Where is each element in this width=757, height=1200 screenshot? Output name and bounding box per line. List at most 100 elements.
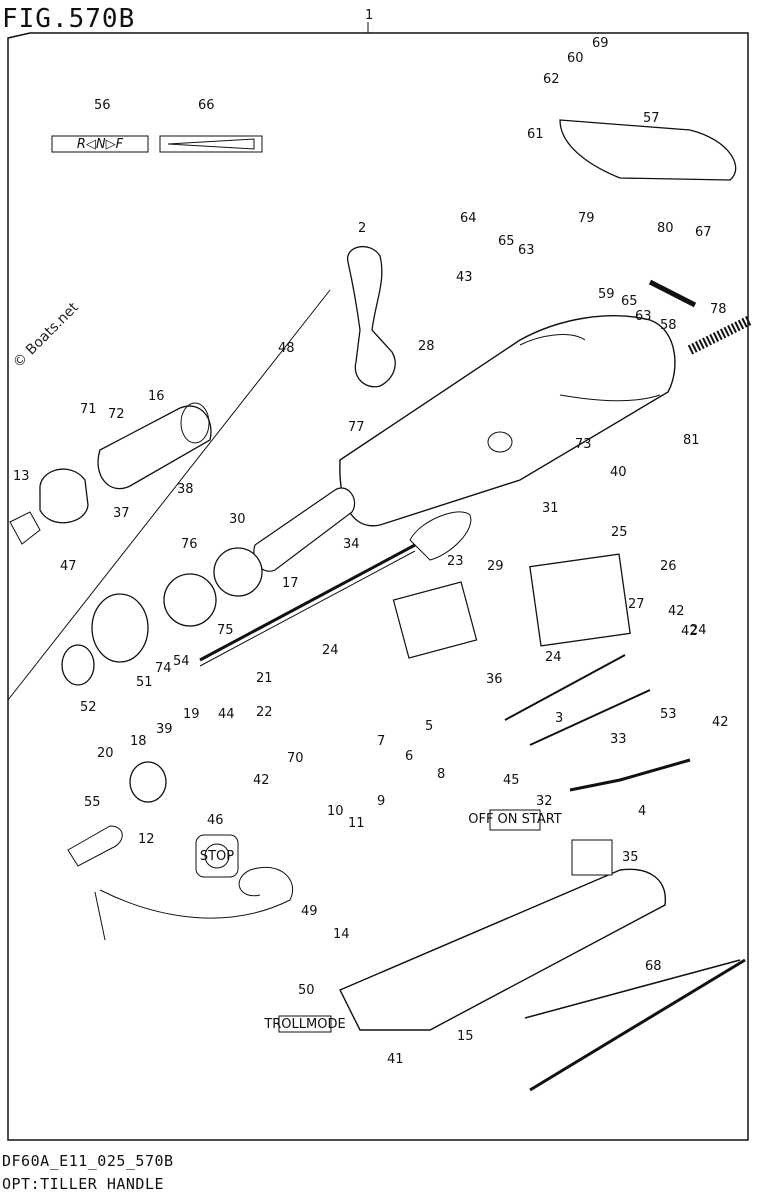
callout: 42 [668, 604, 685, 619]
callout: 39 [156, 722, 173, 737]
callout: 26 [660, 559, 677, 574]
grip-housing-52 [91, 593, 149, 663]
part-12 [129, 761, 167, 803]
switch-label-46: OFF ON START [468, 809, 562, 831]
callout: 3 [555, 711, 563, 726]
callout: 48 [278, 341, 295, 356]
callout: 32 [536, 794, 553, 809]
steering-friction-rod [529, 958, 746, 1092]
callout: 78 [710, 302, 727, 317]
callout: 24 [545, 650, 562, 665]
callout: 74 [155, 661, 172, 676]
callout: 6 [405, 749, 413, 764]
inner-tube [253, 487, 356, 572]
tiller-bracket-15 [339, 868, 666, 1031]
friction-ring-77 [163, 573, 217, 627]
callout: 1 [365, 8, 373, 23]
callout: 5 [425, 719, 433, 734]
callout: 80 [657, 221, 674, 236]
shift-lever [347, 245, 396, 388]
callout: 8 [437, 767, 445, 782]
callout: 69 [592, 36, 609, 51]
callout: 12 [138, 832, 155, 847]
cap-screw-plate [9, 511, 41, 545]
callout: 17 [282, 576, 299, 591]
cable-33 [529, 689, 651, 746]
assembly-guide-line [7, 289, 331, 701]
callout: 36 [486, 672, 503, 687]
callout: 71 [80, 402, 97, 417]
callout: 61 [527, 127, 544, 142]
callout: 50 [298, 983, 315, 998]
stop-text: STOP [200, 849, 234, 864]
part-23 [392, 581, 478, 659]
shift-plate-text: R◁N▷F [77, 137, 124, 152]
throttle-shaft [199, 543, 416, 662]
callout: 28 [418, 339, 435, 354]
callout: 35 [622, 850, 639, 865]
figure-description: OPT:TILLER HANDLE [2, 1175, 165, 1193]
callout: 21 [256, 671, 273, 686]
callout: 63 [518, 243, 535, 258]
stop-switch-cap: STOP [195, 834, 239, 878]
callout: 60 [567, 51, 584, 66]
callout: 2 [358, 221, 366, 236]
callout: 73 [575, 437, 592, 452]
callout: 37 [113, 506, 130, 521]
callout: 34 [343, 537, 360, 552]
callout: 20 [97, 746, 114, 761]
parts-diagram: R◁N▷F STOP [7, 8, 753, 1141]
callout: 31 [542, 501, 559, 516]
diagram-border [7, 32, 749, 1141]
trollmode-label-51: TROLLMODE [263, 1015, 346, 1033]
callout: 51 [136, 675, 153, 690]
callout: 38 [177, 482, 194, 497]
callout: 47 [60, 559, 77, 574]
callout: 24 [322, 643, 339, 658]
callout: 64 [460, 211, 477, 226]
harness-4 [569, 758, 691, 792]
callout: 14 [333, 927, 350, 942]
callout: 62 [543, 72, 560, 87]
trollmode-text: TROLLMODE [263, 1017, 345, 1032]
callout: 63 [635, 309, 652, 324]
switch-label-text: OFF ON START [468, 812, 562, 827]
callout: 19 [183, 707, 200, 722]
callout: 72 [108, 407, 125, 422]
callout: 81 [683, 433, 700, 448]
callout: 77 [348, 420, 365, 435]
part-56 [67, 825, 123, 867]
callout: 75 [217, 623, 234, 638]
shift-switch-25 [529, 553, 631, 647]
callout: 40 [610, 465, 627, 480]
callout: 13 [13, 469, 30, 484]
spring-79 [687, 315, 753, 355]
grip-end-cap [39, 468, 89, 524]
lanyard-cord [99, 866, 294, 919]
callout: 56 [94, 98, 111, 113]
callout: 66 [198, 98, 215, 113]
callout: 7 [377, 734, 385, 749]
callout: 42 [681, 624, 698, 639]
callout: 43 [456, 270, 473, 285]
figure-title: FIG.570B [2, 4, 136, 34]
callout: 16 [148, 389, 165, 404]
callout: 65 [621, 294, 638, 309]
throttle-grip [97, 402, 212, 490]
callout: 15 [457, 1029, 474, 1044]
bracket-58 [559, 119, 737, 181]
callout: 55 [84, 795, 101, 810]
callout: 54 [173, 654, 190, 669]
callout: 18 [130, 734, 147, 749]
callout: 76 [181, 537, 198, 552]
callout: 46 [207, 813, 224, 828]
callout: 42 [253, 773, 270, 788]
callout: 58 [660, 318, 677, 333]
callout: 11 [348, 816, 365, 831]
callout: 68 [645, 959, 662, 974]
throttle-plate [159, 135, 263, 153]
callout: 70 [287, 751, 304, 766]
callout: 42 [712, 715, 729, 730]
callout: 52 [80, 700, 97, 715]
callout: 49 [301, 904, 318, 919]
